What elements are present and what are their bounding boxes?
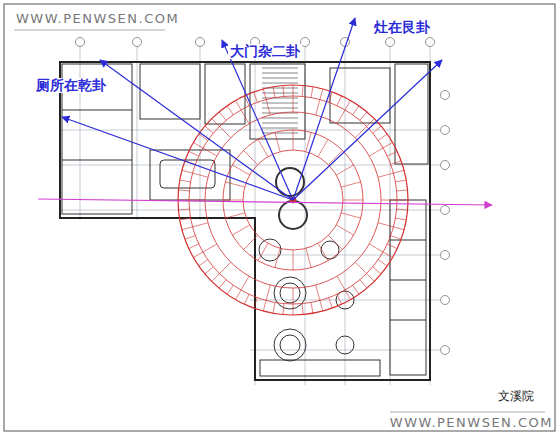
watermark: WWW.PENWSEN.COM [390,416,553,430]
watermark: WWW.PENWSEN.COM [16,12,179,26]
frame [4,4,555,431]
staircase [262,68,298,133]
building-outline [60,62,430,380]
rule [14,30,165,31]
annotation: 厕所在乾卦 [34,78,108,93]
walls [62,64,428,376]
rule [390,412,545,413]
annotation: 大门杂二卦 [228,44,302,59]
grid-lines [60,45,440,385]
annotation: 灶在艮卦 [372,20,432,35]
direction-lines [38,18,492,205]
project-name: 文溪院 [498,390,534,403]
